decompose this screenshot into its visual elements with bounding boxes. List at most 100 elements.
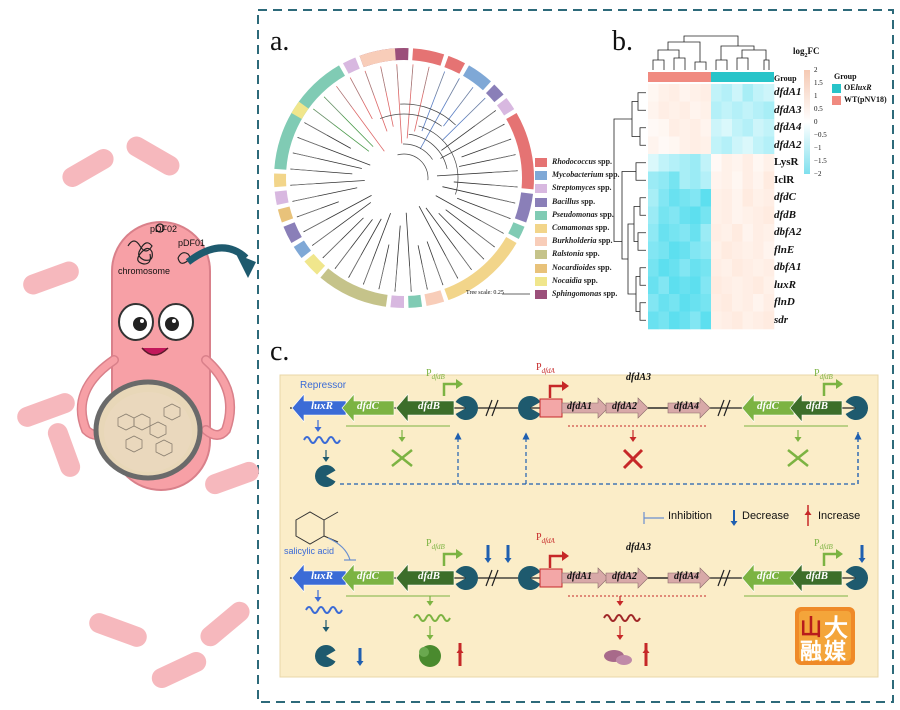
heatmap-row-label: dfdA1 <box>774 86 802 98</box>
heatmap-cell <box>700 206 712 225</box>
heatmap-cell <box>658 259 670 277</box>
tree-ring-segment <box>514 192 534 223</box>
heatmap-cell <box>658 241 670 260</box>
heatmap-cell <box>732 154 743 172</box>
promoter-label-dfdB: PdfdB <box>426 368 445 381</box>
plasmid-label-1: pDF02 <box>150 224 178 234</box>
phylo-tree <box>274 48 534 308</box>
heatmap-cell <box>679 119 691 137</box>
row-dendrogram <box>639 267 646 286</box>
heatmap-cell <box>669 136 680 155</box>
legend-swatch <box>535 224 547 233</box>
bacterium-character <box>76 221 256 491</box>
tree-leaf-label <box>314 109 335 125</box>
heatmap-cell <box>753 241 764 260</box>
row-dendrogram <box>633 206 640 242</box>
heatmap-cell <box>732 259 743 277</box>
heatmap-cell <box>690 294 701 312</box>
tree-leaf-label <box>445 255 458 277</box>
heatmap-cell <box>753 189 764 207</box>
dna-break <box>485 569 493 587</box>
dna-break <box>491 399 499 417</box>
legend-label: Comamonas spp. <box>552 223 609 232</box>
tree-leaf-label <box>306 123 328 136</box>
heatmap-cell <box>742 136 754 155</box>
heatmap-cell <box>711 206 722 225</box>
heatmap-cell <box>753 311 764 330</box>
promoter-sub: dfdB <box>819 373 833 381</box>
repressor-protein <box>315 464 336 487</box>
heatmap-cell <box>711 241 722 260</box>
heatmap-cell <box>763 84 775 102</box>
heatmap-cell <box>732 206 743 225</box>
dna-break <box>491 569 499 587</box>
tree-arc <box>397 153 429 181</box>
legend-label: Rhodococcus spp. <box>552 157 612 166</box>
heatmap-cell <box>700 241 712 260</box>
promoter-label-dfdB: PdfdB <box>426 538 445 551</box>
group-cell <box>679 72 690 82</box>
row-dendrogram <box>635 276 640 312</box>
row-dendrogram <box>637 92 646 111</box>
heatmap-cell <box>753 119 764 137</box>
tree-leaf-label <box>325 98 343 116</box>
heatmap-cell <box>763 154 775 172</box>
heatmap-cell <box>679 224 691 242</box>
gene-dfdA1 <box>561 397 609 419</box>
legend-label: Sphingomonas spp. <box>552 289 617 298</box>
watermark-logo <box>795 607 855 665</box>
panel-c-background <box>279 374 879 678</box>
chromosome-label: chromosome <box>118 266 171 276</box>
heatmap-cell <box>700 136 712 155</box>
gene-dfdC <box>341 563 395 593</box>
legend-label: Ralstonia spp. <box>552 249 600 258</box>
tree-leaf-label <box>394 265 398 290</box>
tree-ring-segment <box>274 65 345 170</box>
watermark-char-2: 大 <box>824 616 848 642</box>
arrow-down-head <box>629 437 637 442</box>
tree-scale-label: Tree scale: 0.25 <box>466 290 504 296</box>
repressor-protein <box>518 395 541 420</box>
heatmap-cell <box>690 241 701 260</box>
heatmap-row-label: dfdA4 <box>774 121 802 133</box>
label-dfdC: dfdC <box>357 400 379 412</box>
heatmap-cell <box>742 101 754 120</box>
arrow-down-head <box>314 597 322 602</box>
tree-leaf-label <box>292 183 317 186</box>
promoter-sub: dfdA <box>541 537 555 545</box>
promoter-sub: dfdB <box>431 543 445 551</box>
repressor-label: Repressor <box>300 380 347 391</box>
tree-leaf-label <box>365 72 375 96</box>
heatmap-cell <box>732 84 743 102</box>
decrease-arrow-head <box>484 558 492 563</box>
arrow-down-head <box>616 635 624 640</box>
heatmap-cell <box>679 311 691 330</box>
protein-dfdA-part <box>616 655 632 665</box>
heatmap-cell <box>763 311 775 330</box>
legend-swatch <box>535 263 547 273</box>
legend-label: Nocardioides spp. <box>552 263 612 272</box>
tree-leaf-label <box>491 170 516 173</box>
gene-dfdB <box>789 393 843 423</box>
dna-break <box>723 399 731 417</box>
promoter-dfdB-head <box>836 549 843 559</box>
tree-leaf-label <box>410 66 414 91</box>
heatmap-cell <box>742 119 754 137</box>
heatmap-cell <box>700 224 712 242</box>
heatmap-cell <box>679 154 691 172</box>
heatmap-cell <box>648 206 659 225</box>
tree-arc <box>418 125 459 195</box>
tree-leaf-label <box>409 265 412 290</box>
increase-arrow-head <box>456 648 464 653</box>
mrna-dfdA <box>603 614 641 622</box>
heatmap-cell <box>753 276 764 295</box>
heatmap-cell <box>763 224 775 242</box>
heatmap-cell <box>721 311 733 330</box>
group-legend-label: OEluxR <box>844 83 872 92</box>
heatmap-cell <box>700 189 712 207</box>
legend-swatch <box>535 210 547 220</box>
logfc-title-tail: FC <box>807 46 820 56</box>
heatmap-cell <box>732 136 743 155</box>
group-legend-prefix: OE <box>844 83 856 92</box>
heatmap-cell <box>669 311 680 330</box>
